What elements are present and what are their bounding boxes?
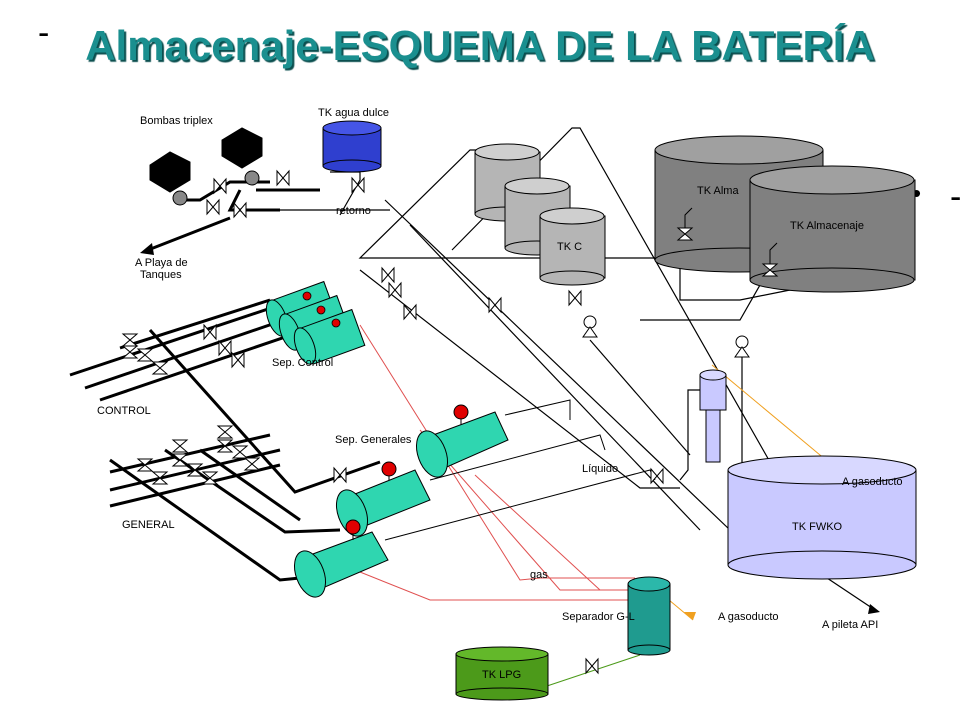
label-tk-lpg: TK LPG <box>482 669 521 681</box>
pump-1 <box>149 151 191 206</box>
label-separador-gl: Separador G-L <box>562 611 635 623</box>
label-liquido: Líquido <box>582 463 618 475</box>
label-tk-c: TK C <box>557 241 582 253</box>
separador-gl <box>627 576 671 656</box>
label-a-gasoducto-high: A gasoducto <box>842 476 903 488</box>
gasoducto-arrow-2 <box>684 612 696 620</box>
label-tk-almacenaje: TK Almacenaje <box>790 220 864 232</box>
pileta-arrow <box>868 604 880 614</box>
tk-almacenaje <box>749 165 916 293</box>
pump-2 <box>221 127 263 186</box>
label-a-pileta: A pileta API <box>822 619 878 631</box>
label-bombas: Bombas triplex <box>140 115 213 127</box>
general-lines <box>109 433 341 582</box>
tk-agua-dulce <box>322 120 382 173</box>
label-a-gasoducto-low: A gasoducto <box>718 611 779 623</box>
label-general: GENERAL <box>122 519 175 531</box>
label-retorno: retorno <box>336 205 371 217</box>
control-lines <box>69 298 381 494</box>
label-sep-control: Sep. Control <box>272 357 333 369</box>
vertical-vessel <box>699 369 727 463</box>
tk-c <box>539 207 606 286</box>
sep-control-3 <box>293 308 366 365</box>
transfer-pump-1 <box>582 315 598 338</box>
top-left-dash: - <box>38 14 50 52</box>
sep-control-valves <box>302 291 341 328</box>
label-sep-generales: Sep. Generales <box>335 434 412 446</box>
label-tk-alma: TK Alma <box>697 185 739 197</box>
label-playa-2: Tanques <box>140 269 182 281</box>
right-dash: - <box>950 178 960 217</box>
right-bullet: • <box>912 178 922 208</box>
label-gas: gas <box>530 569 548 581</box>
label-tk-fwko: TK FWKO <box>792 521 843 533</box>
label-control: CONTROL <box>97 405 151 417</box>
playa-arrow <box>140 243 154 255</box>
tk-fwko <box>727 455 917 580</box>
label-playa-1: A Playa de <box>135 257 188 269</box>
transfer-pump-2 <box>734 335 750 358</box>
sep-general-2 <box>335 461 431 537</box>
sep-general-1 <box>415 404 509 478</box>
page-title: Almacenaje-ESQUEMA DE LA BATERÍA <box>85 22 875 69</box>
tk-lpg <box>455 646 549 701</box>
sep-general-3 <box>293 519 389 598</box>
label-tk-agua: TK agua dulce <box>318 107 389 119</box>
